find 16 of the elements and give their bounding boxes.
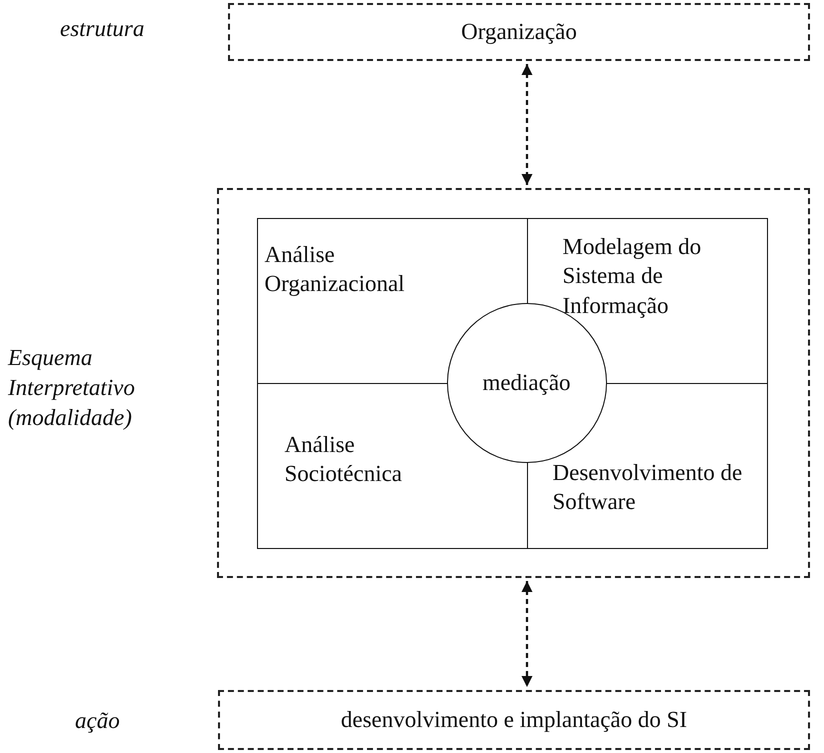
dashed-box — [218, 690, 810, 750]
double-arrow — [522, 581, 532, 687]
side-label: ação — [75, 707, 121, 735]
node-label: Desenvolvimento de Software — [552, 458, 742, 516]
node-label: Organização — [461, 18, 577, 46]
node-label: Análise Sociotécnica — [284, 430, 404, 488]
panel-box — [257, 218, 768, 549]
node-label: Modelagem do Sistema de Informação — [562, 232, 702, 320]
node-label: Análise Organizacional — [264, 240, 406, 298]
node-label: mediação — [482, 368, 571, 397]
dashed-box — [228, 3, 810, 61]
dashed-box — [217, 188, 810, 578]
side-label: estrutura — [60, 15, 146, 43]
side-label: Esquema Interpretativo (modalidade) — [8, 344, 136, 432]
node-label: desenvolvimento e implantação do SI — [340, 706, 688, 734]
double-arrow — [522, 64, 532, 185]
